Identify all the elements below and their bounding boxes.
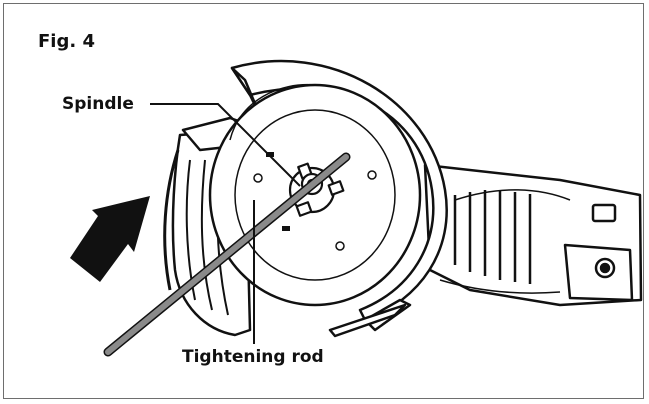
tightening-rod: [103, 152, 351, 357]
spindle-leader-line: [150, 103, 301, 187]
leader-lines: [150, 103, 301, 344]
push-arrow-icon: [70, 196, 150, 282]
wheel-guard: [230, 59, 448, 338]
tightening-rod-label: Tightening rod: [182, 347, 324, 367]
figure-title: Fig. 4: [38, 31, 95, 52]
motor-housing: [423, 163, 643, 307]
spindle-label: Spindle: [62, 94, 134, 114]
